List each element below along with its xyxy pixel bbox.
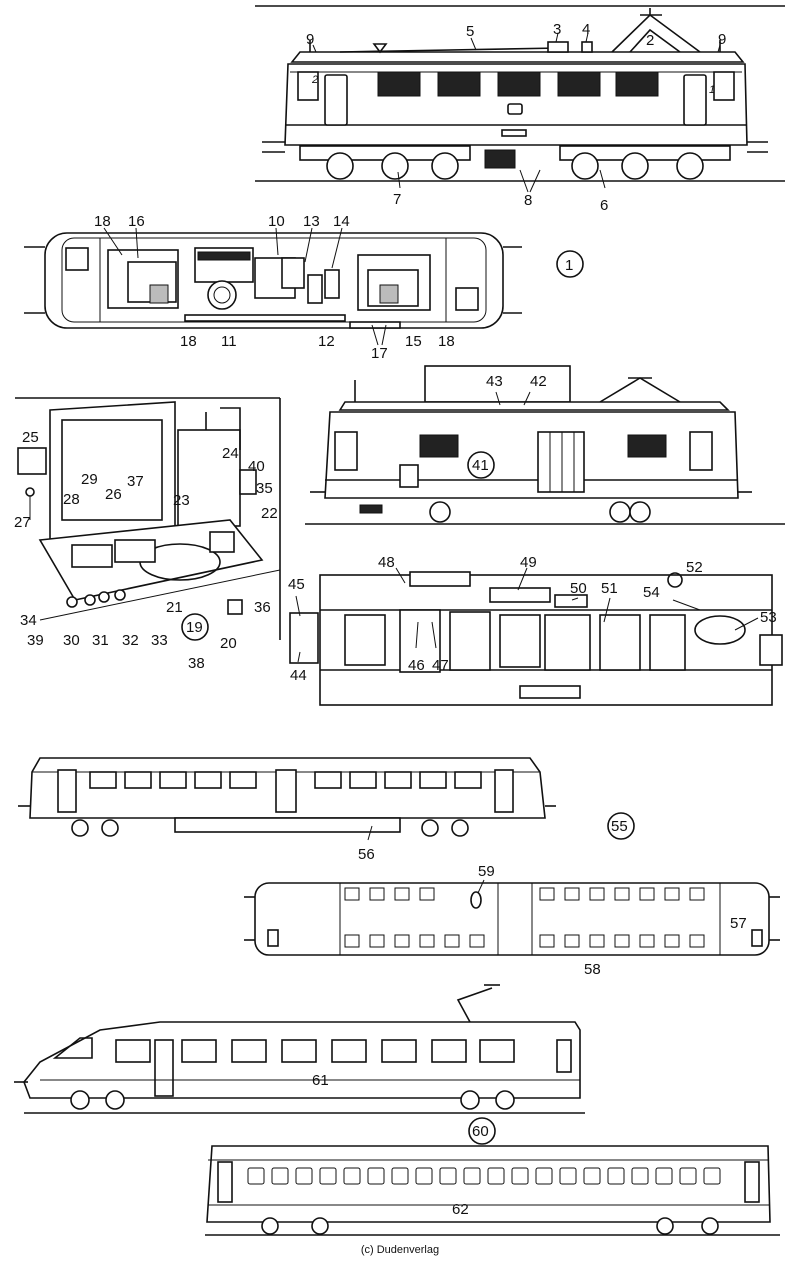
seat-row-bottom xyxy=(344,934,705,948)
label-18-bottom-right: 18 xyxy=(438,333,455,350)
label-50: 50 xyxy=(570,580,587,597)
label-16: 16 xyxy=(128,213,145,230)
label-18-bottom-left: 18 xyxy=(180,333,197,350)
label-32: 32 xyxy=(122,632,139,649)
label-3: 3 xyxy=(553,21,561,38)
label-49: 49 xyxy=(520,554,537,571)
label-56: 56 xyxy=(358,846,375,863)
label-33: 33 xyxy=(151,632,168,649)
label-36: 36 xyxy=(254,599,271,616)
label-2: 2 xyxy=(646,32,654,49)
label-22: 22 xyxy=(261,505,278,522)
electric-locomotive-side-view xyxy=(255,5,785,193)
label-8: 8 xyxy=(524,192,532,209)
callout-labels: 1 2 3 4 5 6 7 8 9 9 10 11 12 13 14 15 16… xyxy=(14,21,777,1218)
label-24: 24 xyxy=(222,445,239,462)
label-31: 31 xyxy=(92,632,109,649)
label-45: 45 xyxy=(288,576,305,593)
label-57: 57 xyxy=(730,915,747,932)
drivers-cab xyxy=(15,397,281,641)
label-59: 59 xyxy=(478,863,495,880)
label-9-right: 9 xyxy=(718,31,726,48)
label-20: 20 xyxy=(220,635,237,652)
label-55: 55 xyxy=(611,818,628,835)
label-14: 14 xyxy=(333,213,350,230)
label-58: 58 xyxy=(584,961,601,978)
seat-row-top xyxy=(344,887,705,901)
label-30: 30 xyxy=(63,632,80,649)
label-4: 4 xyxy=(582,21,590,38)
label-23: 23 xyxy=(173,492,190,509)
label-12: 12 xyxy=(318,333,335,350)
label-61: 61 xyxy=(312,1072,329,1089)
cab-end-2-marking: 2 xyxy=(311,74,318,86)
label-44: 44 xyxy=(290,667,307,684)
label-60: 60 xyxy=(472,1123,489,1140)
cab-end-1-marking: 1 xyxy=(709,84,715,96)
label-28: 28 xyxy=(63,491,80,508)
passenger-coach xyxy=(205,1145,780,1236)
coach-windows xyxy=(247,1167,721,1185)
label-9-left: 9 xyxy=(306,31,314,48)
label-34: 34 xyxy=(20,612,37,629)
label-51: 51 xyxy=(601,580,618,597)
railcar-plan-view xyxy=(244,879,780,956)
label-6: 6 xyxy=(600,197,608,214)
label-37: 37 xyxy=(127,473,144,490)
diesel-railcar xyxy=(18,757,635,841)
label-38: 38 xyxy=(188,655,205,672)
label-29: 29 xyxy=(81,471,98,488)
label-10: 10 xyxy=(268,213,285,230)
high-speed-train xyxy=(14,984,585,1145)
label-15: 15 xyxy=(405,333,422,350)
label-7: 7 xyxy=(393,191,401,208)
power-car xyxy=(305,365,785,525)
label-35: 35 xyxy=(256,480,273,497)
label-26: 26 xyxy=(105,486,122,503)
label-11: 11 xyxy=(221,333,237,350)
label-53: 53 xyxy=(760,609,777,626)
label-54: 54 xyxy=(643,584,660,601)
label-42: 42 xyxy=(530,373,547,390)
label-46: 46 xyxy=(408,657,425,674)
label-27: 27 xyxy=(14,514,31,531)
label-39: 39 xyxy=(27,632,44,649)
label-48: 48 xyxy=(378,554,395,571)
label-40: 40 xyxy=(248,458,265,475)
power-car-underframe-plan xyxy=(289,567,783,706)
label-25: 25 xyxy=(22,429,39,446)
label-41: 41 xyxy=(472,457,489,474)
label-5: 5 xyxy=(466,23,474,40)
label-18-top: 18 xyxy=(94,213,111,230)
label-19: 19 xyxy=(186,619,203,636)
label-43: 43 xyxy=(486,373,503,390)
publisher-credit: (c) Dudenverlag xyxy=(360,1244,440,1256)
electric-locomotive-plan-view xyxy=(24,227,584,346)
label-21: 21 xyxy=(166,599,183,616)
label-47: 47 xyxy=(432,657,449,674)
label-1: 1 xyxy=(565,257,573,274)
label-13: 13 xyxy=(303,213,320,230)
label-17: 17 xyxy=(371,345,388,362)
label-52: 52 xyxy=(686,559,703,576)
label-62: 62 xyxy=(452,1201,469,1218)
